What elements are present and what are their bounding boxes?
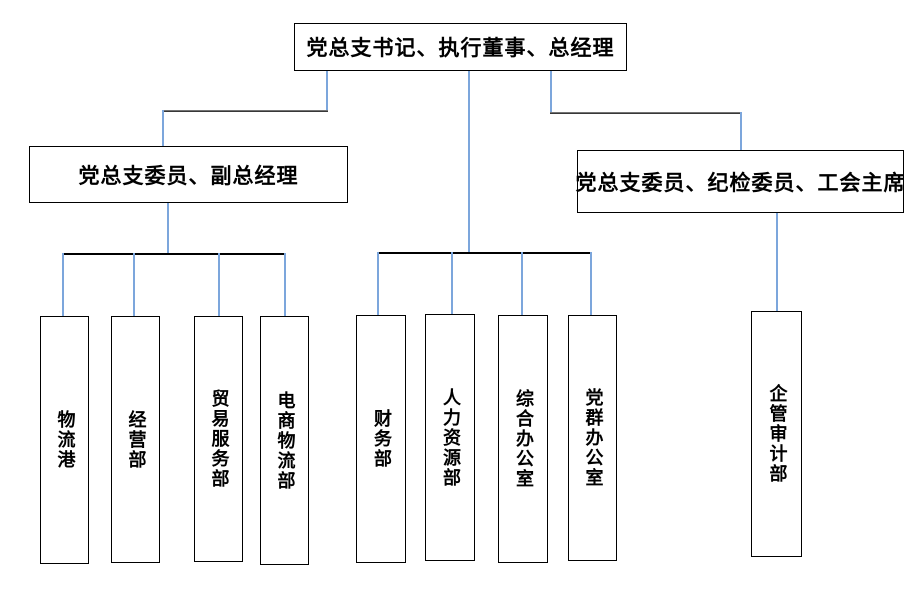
dept-logistics-port: 物流港 <box>40 316 89 564</box>
dept-party-masses-office: 党群办公室 <box>568 315 617 561</box>
dept-label: 物流港 <box>54 410 76 470</box>
connector-root-right-horizontal <box>550 112 742 114</box>
connector-deputy-top-drop <box>162 110 164 146</box>
drop-finance <box>377 252 379 315</box>
node-party-secretary-gm: 党总支书记、执行董事、总经理 <box>294 23 627 71</box>
distributor-middle-group <box>377 252 592 254</box>
node-label: 党总支委员、副总经理 <box>78 162 299 188</box>
dept-finance: 财务部 <box>356 315 406 563</box>
connector-root-right-drop <box>550 71 552 112</box>
dept-enterprise-audit: 企管审计部 <box>751 311 802 557</box>
drop-operations <box>133 253 135 316</box>
dept-label: 经营部 <box>125 409 147 470</box>
drop-human-resources <box>451 252 453 314</box>
connector-root-left-horizontal <box>162 110 328 112</box>
dept-label: 人力资源部 <box>440 387 461 488</box>
dept-label: 贸易服务部 <box>208 389 230 489</box>
dept-label: 综合办公室 <box>513 389 534 489</box>
connector-supervisor-top-drop <box>740 112 742 150</box>
node-deputy-general-manager: 党总支委员、副总经理 <box>29 146 348 203</box>
connector-deputy-bottom-drop <box>167 203 169 253</box>
dept-operations: 经营部 <box>111 316 160 563</box>
dept-ecommerce-logistics: 电商物流部 <box>260 316 309 565</box>
dept-human-resources: 人力资源部 <box>425 314 475 561</box>
drop-party-masses-office <box>590 252 592 315</box>
drop-general-office <box>521 252 523 315</box>
dept-label: 企管审计部 <box>766 384 788 484</box>
drop-ecommerce-logistics <box>284 253 286 316</box>
dept-trade-service: 贸易服务部 <box>194 316 243 562</box>
node-label: 党总支委员、纪检委员、工会主席 <box>575 169 906 195</box>
node-discipline-union-chair: 党总支委员、纪检委员、工会主席 <box>575 150 906 213</box>
dept-label: 财务部 <box>371 409 392 469</box>
dept-label: 电商物流部 <box>274 390 296 491</box>
distributor-left-group <box>62 253 286 255</box>
drop-logistics-port <box>62 253 64 316</box>
dept-general-office: 综合办公室 <box>498 315 548 563</box>
drop-trade-service <box>218 253 220 316</box>
connector-supervisor-audit <box>776 213 778 311</box>
connector-root-left-drop <box>326 71 328 110</box>
node-label: 党总支书记、执行董事、总经理 <box>306 35 615 60</box>
connector-root-middle-drop <box>468 71 470 252</box>
dept-label: 党群办公室 <box>582 388 604 488</box>
